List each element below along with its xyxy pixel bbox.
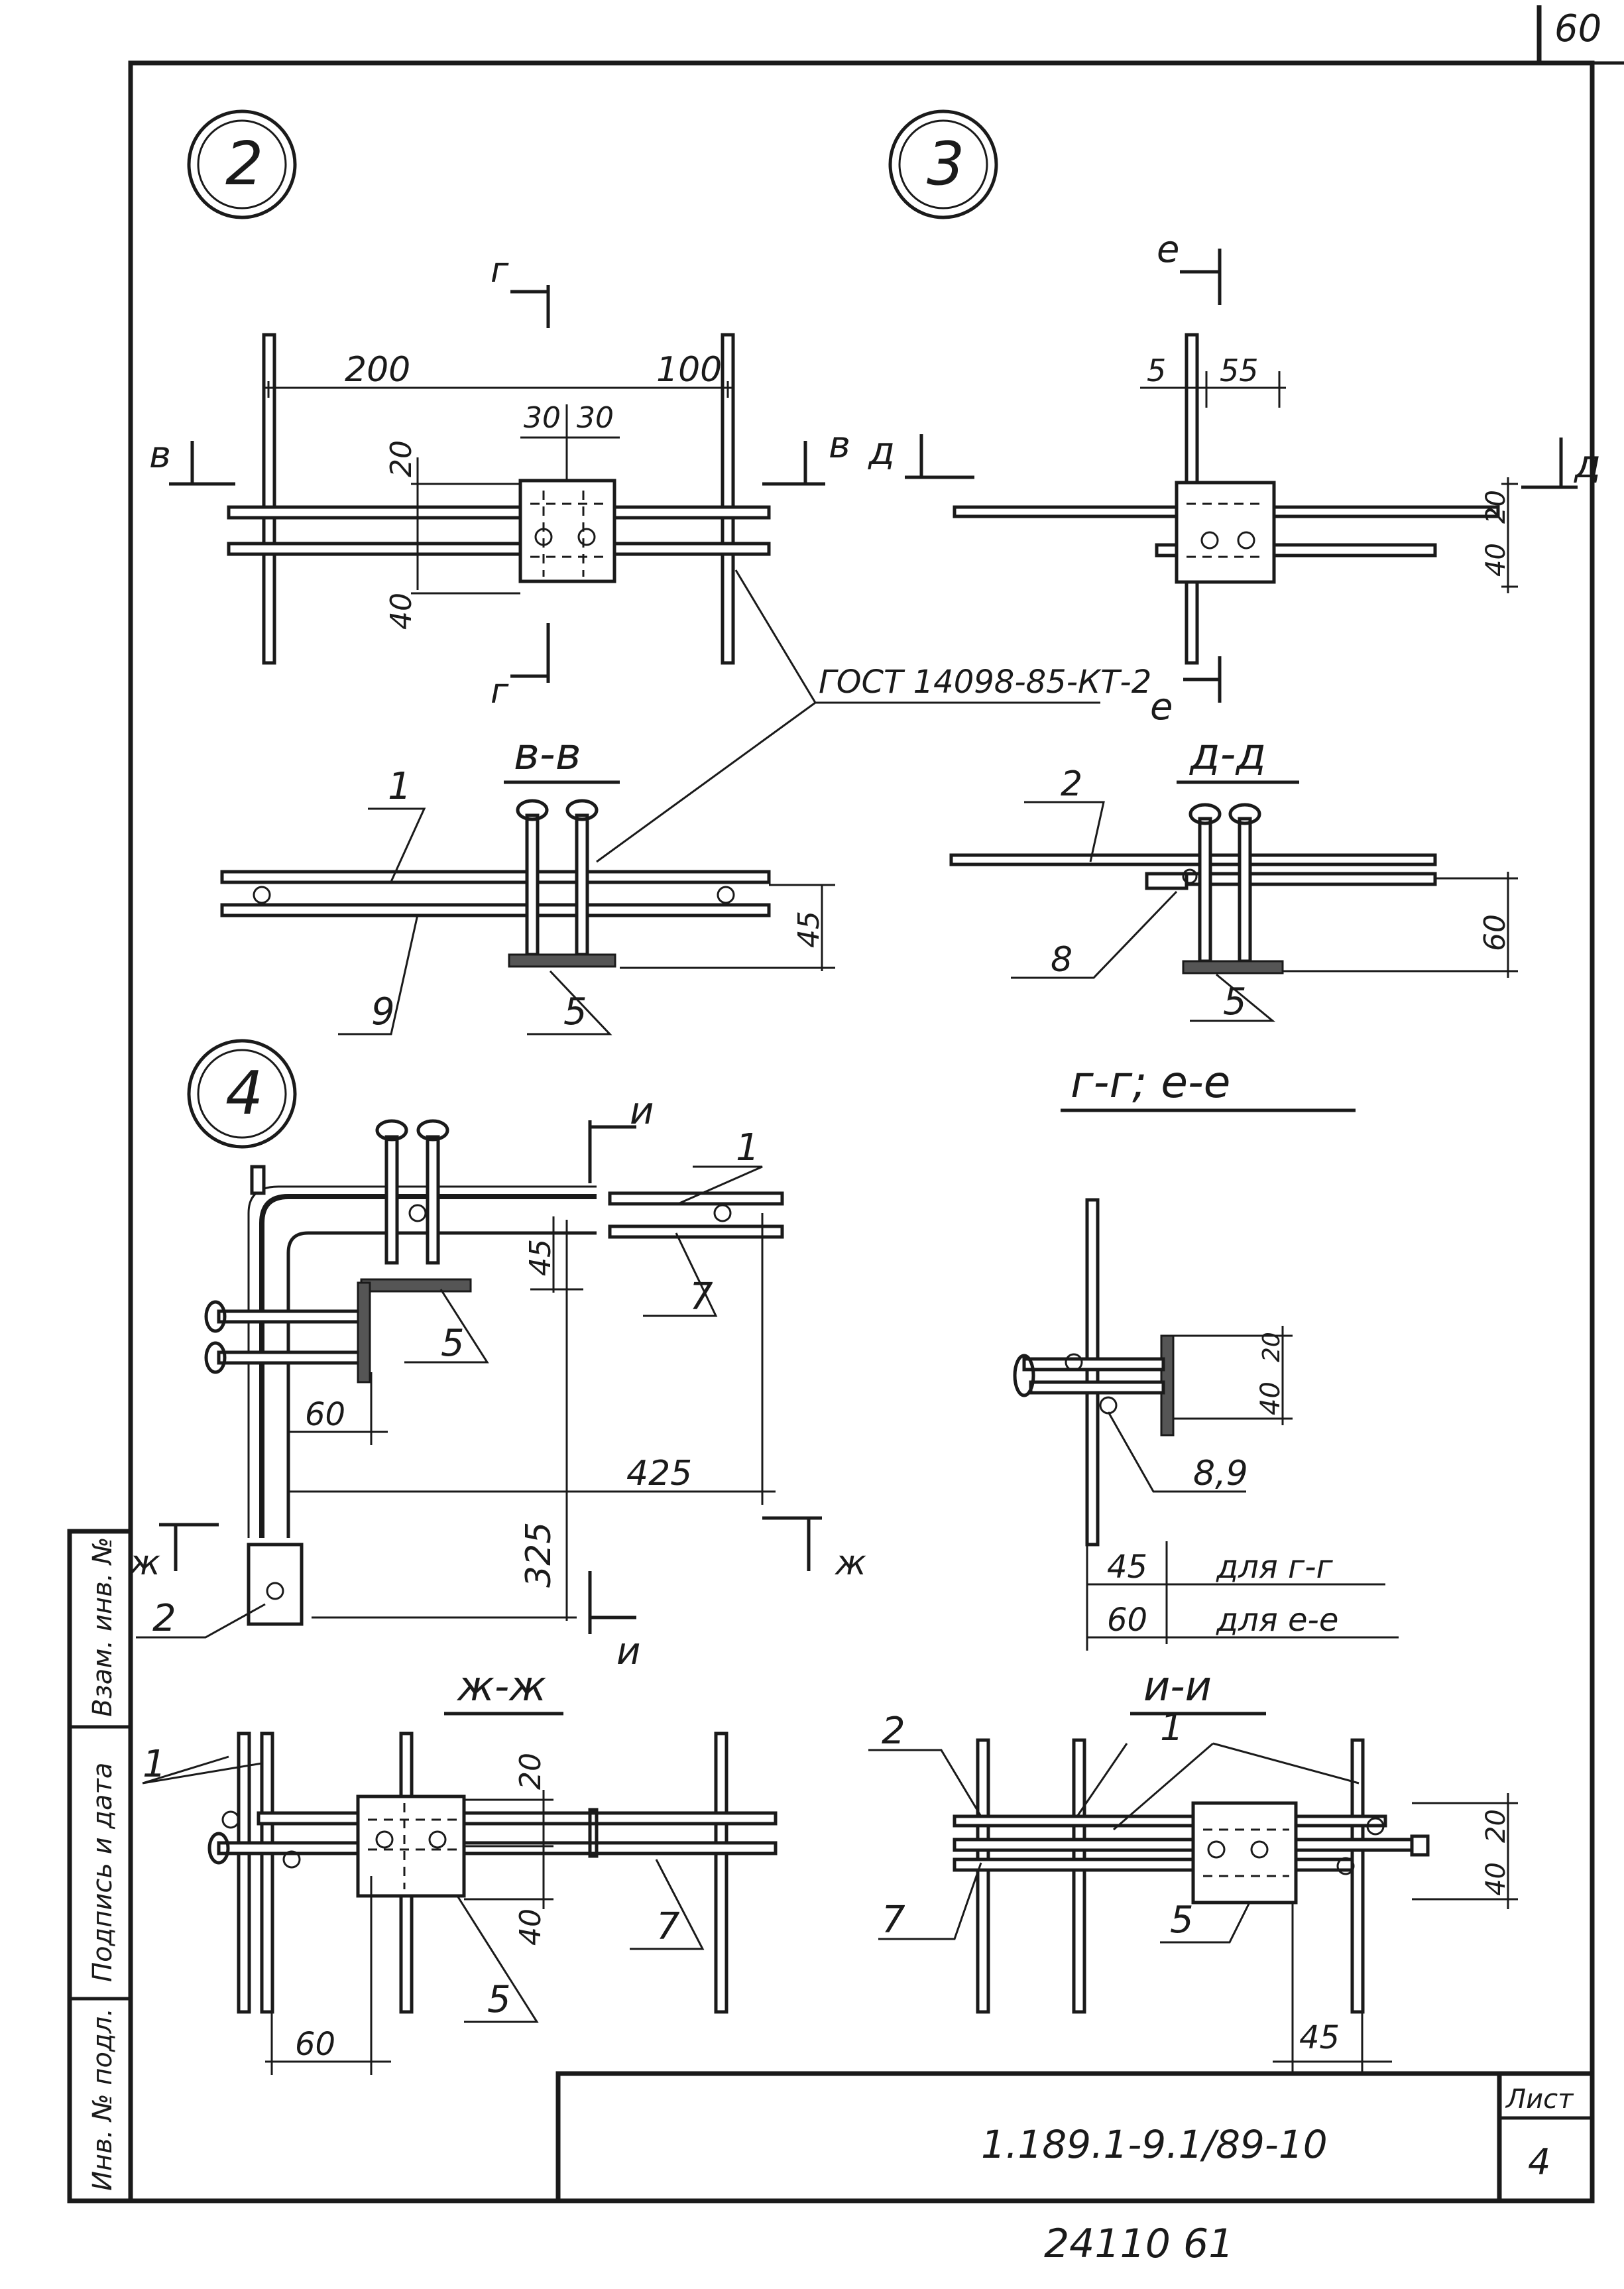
sec-gg-note-2: для е-е (1216, 1602, 1338, 1639)
n4-dim-45: 45 (524, 1239, 557, 1276)
sec-ii-title: и-и (1143, 1662, 1212, 1710)
sec-zh-title: ж-ж (456, 1662, 546, 1710)
section-zh-zh: ж-ж 20 40 60 1 7 5 (142, 1662, 778, 2075)
n2-sec-top: г (491, 251, 509, 290)
n4-label-1: 1 (736, 1126, 760, 1169)
sec-ii-dim-20: 20 (1481, 1809, 1511, 1843)
sec-vv-label-5: 5 (563, 990, 587, 1033)
gost-note-text: ГОСТ 14098-85-КТ-2 (819, 664, 1151, 701)
node-3-plan: 3 5 55 20 40 е е д д (868, 109, 1601, 729)
sec-zh-dim-40: 40 (514, 1908, 548, 1946)
node-2-plan: 2 200 100 30 30 20 40 г г в в (149, 109, 850, 711)
sec-vv-label-9: 9 (371, 990, 395, 1033)
bottom-stamp: 24110 61 (1044, 2221, 1234, 2267)
sec-vv-label-1: 1 (388, 765, 412, 808)
document-code: 1.189.1-9.1/89-10 (981, 2122, 1328, 2167)
n4-sec-i-bottom: и (616, 1630, 640, 1673)
n2-dim-40: 40 (384, 593, 418, 630)
sec-gg-title: г-г; е-е (1071, 1057, 1230, 1108)
n3-sec-right: д (1574, 441, 1601, 487)
gost-note: ГОСТ 14098-85-КТ-2 (596, 569, 1151, 863)
sec-dd-label-8: 8 (1051, 940, 1073, 980)
n3-sec-top: е (1157, 228, 1179, 271)
n4-label-7: 7 (689, 1275, 713, 1319)
sec-ii-dim-40: 40 (1481, 1862, 1511, 1896)
side-stamp-inv: Инв. № подл. (87, 2008, 118, 2191)
sec-zh-label-7: 7 (656, 1905, 680, 1948)
sec-vv-title: в-в (514, 729, 581, 780)
sec-gg-dim-45: 45 (1107, 1549, 1147, 1586)
sec-vv-dim-45: 45 (792, 911, 826, 948)
section-g-g-e-e: г-г; е-е 40 20 8,9 45 60 для г-г для е-е (1013, 1057, 1399, 1651)
n4-dim-325: 325 (519, 1522, 559, 1588)
n3-dim-55: 55 (1220, 353, 1259, 388)
node-2-marker: 2 (225, 129, 263, 199)
n4-label-2: 2 (152, 1597, 176, 1640)
page-number-top: 60 (1554, 7, 1601, 50)
n2-sec-bottom: г (491, 672, 509, 711)
sec-gg-label-89: 8,9 (1193, 1454, 1248, 1494)
n3-dim-40: 40 (1481, 543, 1511, 577)
n4-sec-zh-left: ж (129, 1543, 160, 1583)
sec-gg-note-1: для г-г (1216, 1549, 1334, 1586)
section-v-v: в-в 45 1 9 5 (220, 729, 835, 1035)
sec-zh-dim-60: 60 (295, 2026, 335, 2063)
sec-zh-label-1: 1 (143, 1743, 166, 1786)
sec-dd-label-2: 2 (1061, 764, 1082, 804)
section-i-i: и-и 20 40 45 2 1 7 5 (868, 1662, 1518, 2075)
n2-dim-20: 20 (384, 440, 418, 477)
sec-dd-dim-60: 60 (1478, 914, 1512, 951)
sheet-number: 4 (1528, 2141, 1550, 2183)
sheet-label: Лист (1505, 2084, 1574, 2115)
sec-ii-label-1: 1 (1160, 1706, 1184, 1749)
n2-sec-left: в (149, 434, 171, 477)
sec-zh-dim-20: 20 (514, 1753, 548, 1790)
n3-dim-20: 20 (1481, 490, 1511, 524)
n4-sec-i-top: и (630, 1090, 654, 1133)
sec-ii-label-2: 2 (882, 1710, 905, 1753)
side-stamp-replace: Взам. инв. № (87, 1537, 118, 1717)
node-4-marker: 4 (225, 1059, 263, 1128)
n4-sec-zh-right: ж (835, 1543, 866, 1583)
sec-gg-dim-40: 40 (1255, 1381, 1286, 1415)
sec-ii-dim-45: 45 (1299, 2019, 1340, 2056)
sec-gg-dim-60: 60 (1107, 1602, 1147, 1639)
sec-dd-title: д-д (1189, 729, 1266, 780)
n3-sec-bottom: е (1150, 685, 1173, 729)
sec-zh-label-5: 5 (487, 1978, 511, 2021)
sec-dd-label-5: 5 (1223, 980, 1247, 1024)
n4-dim-425: 425 (626, 1454, 692, 1494)
n2-dim-100: 100 (656, 350, 722, 390)
node-3-marker: 3 (927, 129, 964, 199)
node-4-plan: 4 45 60 425 325 (129, 1039, 866, 1673)
n4-dim-60: 60 (305, 1396, 345, 1433)
n3-sec-left: д (868, 428, 895, 473)
side-stamp-sign: Подпись и дата (87, 1763, 118, 1982)
n2-dim-30b: 30 (577, 401, 614, 435)
n3-dim-5: 5 (1147, 353, 1166, 388)
sheet-frame: 60 Лист 4 1.189.1-9.1/89-10 24110 61 Инв… (67, 5, 1624, 2267)
n2-sec-right: в (829, 424, 850, 467)
sec-gg-dim-20: 20 (1258, 1332, 1285, 1362)
sec-ii-label-7: 7 (882, 1899, 905, 1942)
n2-dim-30a: 30 (524, 401, 561, 435)
sec-ii-label-5: 5 (1170, 1899, 1194, 1942)
section-d-d: д-д 60 2 8 5 (949, 729, 1518, 1024)
n2-dim-200: 200 (345, 350, 410, 390)
n4-label-5: 5 (441, 1322, 465, 1365)
